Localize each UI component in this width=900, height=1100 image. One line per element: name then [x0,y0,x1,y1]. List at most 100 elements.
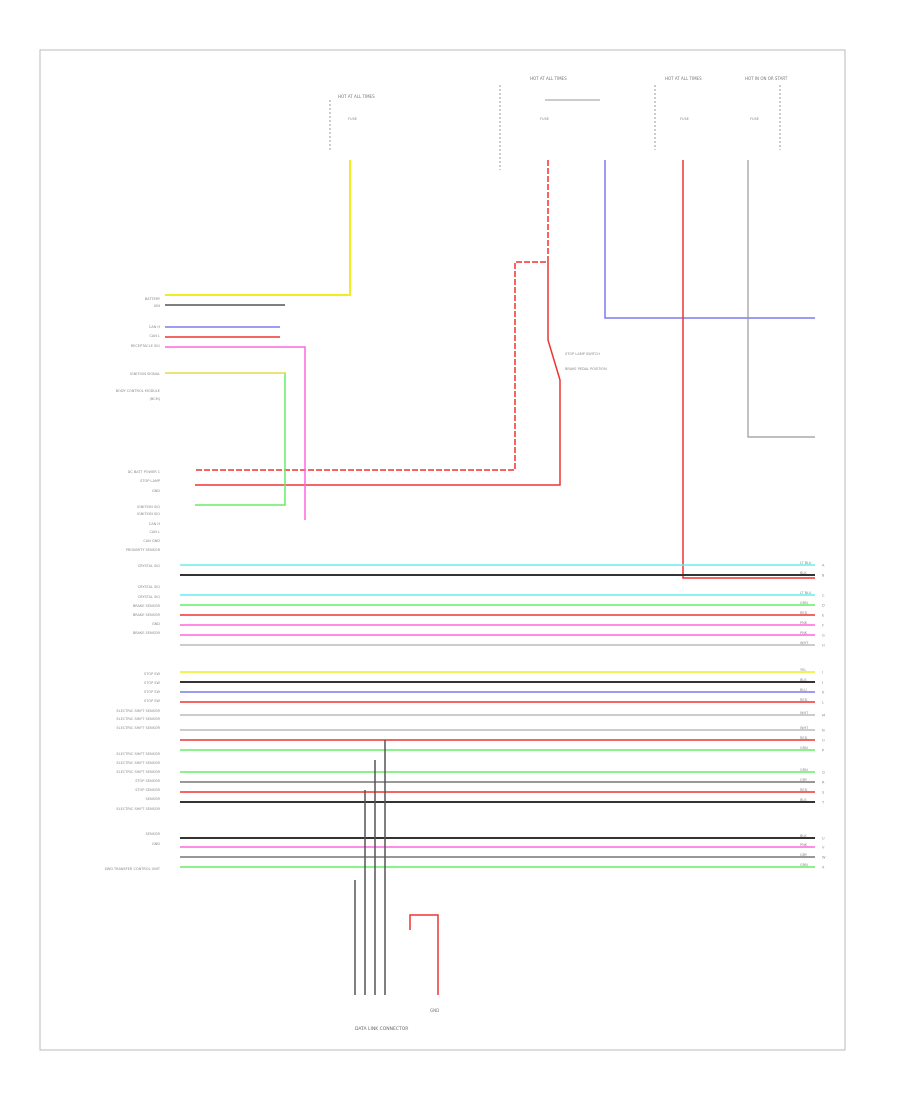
wire-color-label: BLK [800,571,807,575]
pin-label: IGNITION SIGNAL [130,372,160,376]
wire-yellow-feed [165,160,351,296]
pin-label: CAN H [149,325,161,329]
pin-label: ELECTRIC SHIFT SENSOR [116,717,160,721]
wire-color-label: BLK [800,798,807,802]
pin-label: ELECTRIC SHIFT SENSOR [116,761,160,765]
pin-label: 4WD TRANSFER CONTROL UNIT [105,867,161,871]
wire-color-label: GRY [800,778,808,782]
wire-color-label: GRY [800,853,808,857]
ground-label: GND [430,1008,439,1013]
pin-label: CAN H [149,522,161,526]
right-marker: G [822,634,825,638]
wire-color-label: GRN [800,768,808,772]
fuse-block-3: HOT AT ALL TIMES FUSE [654,76,702,150]
wire-color-label: GRN [800,601,808,605]
pin-label: CRYSTAL SIG [138,595,161,599]
pin-label: CAN GND [143,539,160,543]
right-marker: N [822,729,825,733]
right-marker: A [822,564,825,568]
pin-label: IGNITION SIG [137,505,160,509]
right-marker: K [822,691,825,695]
wire-color-label: BLK [800,678,807,682]
wire-color-label: WHT [800,726,809,730]
right-marker: X [822,866,825,870]
fuse-3-heading: HOT AT ALL TIMES [665,76,702,81]
pin-label: ELECTRIC SHIFT SENSOR [116,726,160,730]
pin-label: ELECTRIC SHIFT SENSOR [116,752,160,756]
pin-label: STOP SW [144,681,161,685]
fuse-3-sub: FUSE [680,117,689,121]
pin-label: DC BATT POWER 1 [128,470,160,474]
fuse-1-heading: HOT AT ALL TIMES [338,94,375,99]
right-marker: L [822,701,824,705]
wire-blue-feed [604,160,815,319]
wire-color-label: WHT [800,641,809,645]
wire-color-label: RED [800,736,808,740]
pin-label: GND [152,489,160,493]
wire-gray-feed [747,160,815,438]
fuse-4-sub: FUSE [750,117,759,121]
pin-label: CRYSTAL SIG [138,564,161,568]
pin-label: STOP SW [144,690,161,694]
right-marker: U [822,837,825,841]
wire-color-label: PNK [800,631,808,635]
pin-label: BODY CONTROL MODULE [116,389,160,393]
wire-red-feed-1 [195,160,549,471]
pin-label: GND [152,622,160,626]
pin-label: CAN L [149,334,160,338]
pin-label: STOP SW [144,699,161,703]
right-marker: B [822,574,825,578]
wire-color-label: PNK [800,621,808,625]
pin-label: SENSOR [146,797,161,801]
wire-color-label: LT BLU [800,591,812,595]
wire-color-label: RED [800,698,808,702]
wire-color-label: WHT [800,711,809,715]
wire-ground [409,914,439,995]
wire-color-label: YEL [800,668,806,672]
pin-label: BRAKE SENSOR [133,631,161,635]
fuse-block-1: HOT AT ALL TIMES FUSE [329,94,375,150]
right-marker: V [822,846,825,850]
right-marker: T [821,801,825,805]
wire-red-feed-2 [195,262,561,486]
wire-color-label: GRN [800,863,808,867]
right-marker: W [822,856,826,860]
right-marker: E [822,614,824,618]
wire-color-label: GRN [800,746,808,750]
fuse-4-heading: HOT IN ON OR START [745,76,788,81]
pin-label: BATTERY [145,297,161,301]
right-marker: D [822,604,825,608]
pin-label: GND [152,842,160,846]
callout-stop-lamp-switch: STOP LAMP SWITCH [565,352,600,356]
right-marker: J [821,681,823,685]
fuse-block-4: HOT IN ON OR START FUSE [745,76,788,150]
pin-label: PROXIMITY SENSOR [126,548,161,552]
right-marker: F [822,624,824,628]
pin-label: STOP LAMP [140,479,160,483]
pin-label: RECEPTACLE SIG [131,344,161,348]
right-marker: I [822,671,823,675]
right-marker: H [822,644,825,648]
wire-color-label: LT BLU [800,561,812,565]
right-marker: C [822,594,825,598]
pin-label: (BCM) [149,397,160,401]
pin-label: ELECTRIC SHIFT SENSOR [116,807,160,811]
right-marker: Q [822,771,825,775]
right-marker: S [822,791,825,795]
connector-label: DATA LINK CONNECTOR [355,1026,408,1032]
pin-label: CAN L [149,530,160,534]
right-marker: R [822,781,825,785]
fuse-block-2: HOT AT ALL TIMES FUSE [499,76,600,170]
right-marker: P [822,749,824,753]
pin-label: BRAKE SENSOR [133,604,161,608]
pin-label: CRYSTAL SIG [138,585,161,589]
pin-label: STOP SW [144,672,161,676]
callout-brake-pedal: BRAKE PEDAL POSITION [565,367,607,371]
wire-color-label: PNK [800,843,808,847]
right-marker: M [822,714,825,718]
wire-red-feed-3 [682,160,815,579]
